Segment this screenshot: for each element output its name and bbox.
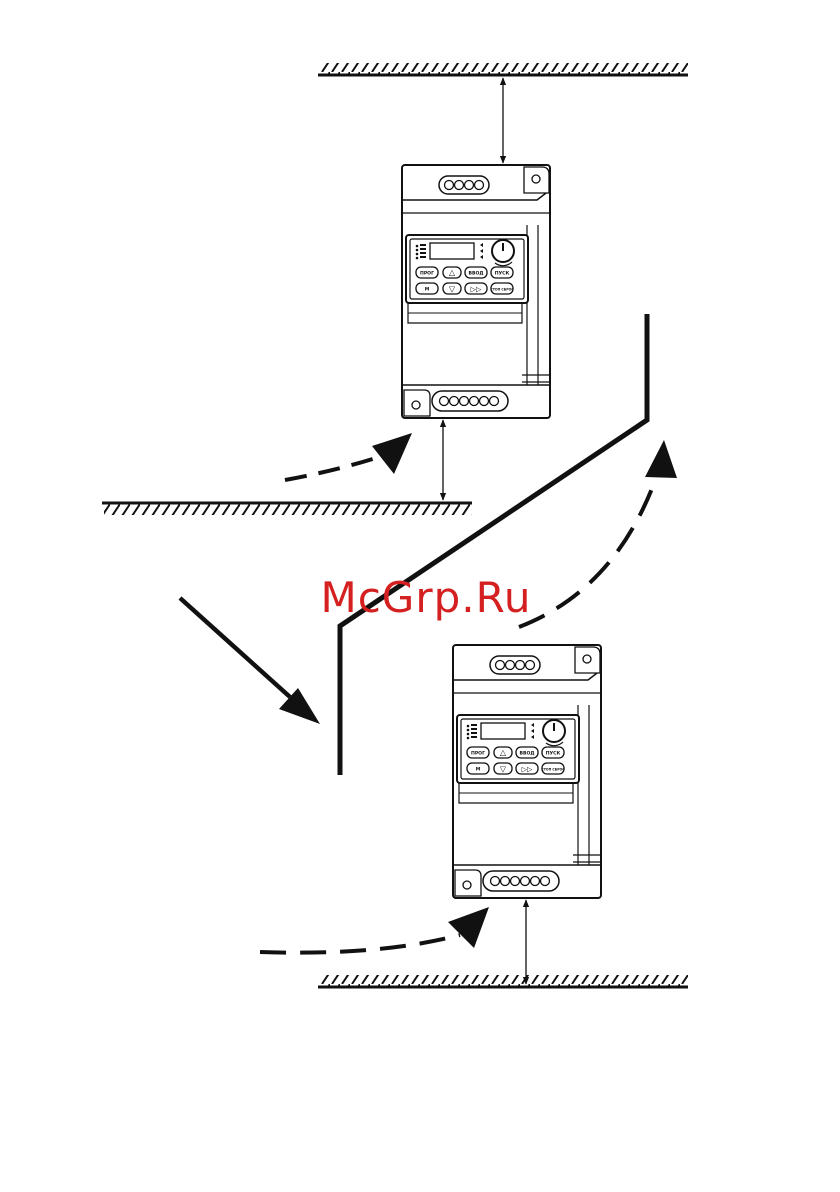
- heat-flow-arrow: [180, 598, 320, 724]
- key-run: ПУСК: [495, 271, 510, 277]
- key-prog: ПРОГ: [420, 271, 434, 277]
- key-enter: ВВОД: [469, 271, 484, 277]
- watermark: McGrp.Ru: [320, 573, 531, 622]
- inverter-upper: ПРОГ △ ВВОД ПУСК М ▽ ▷▷ СТОП СБРОС: [402, 165, 550, 418]
- key-stop-reset: СТОП СБРОС: [490, 288, 514, 292]
- airflow-arrow-lower-intake: [260, 907, 489, 953]
- key-shift: ▷▷: [522, 766, 533, 774]
- key-enter: ВВОД: [520, 751, 535, 757]
- key-down: ▽: [500, 765, 507, 774]
- key-up: △: [500, 748, 507, 757]
- airflow-arrow-upper-intake: [285, 433, 412, 480]
- key-mode: М: [425, 287, 430, 293]
- inverter-lower: ПРОГ △ ВВОД ПУСК М ▽ ▷▷ СТОП СБРОС: [453, 645, 601, 898]
- floor-bottom: [318, 975, 688, 987]
- key-shift: ▷▷: [471, 286, 482, 294]
- key-run: ПУСК: [546, 751, 561, 757]
- key-stop-reset: СТОП СБРОС: [541, 768, 565, 772]
- floor-middle: [102, 503, 472, 515]
- key-prog: ПРОГ: [471, 751, 485, 757]
- airflow-arrow-exhaust: [519, 440, 677, 627]
- ceiling-top: [318, 63, 688, 75]
- key-down: ▽: [449, 285, 456, 294]
- key-up: △: [449, 268, 456, 277]
- key-mode: М: [476, 767, 481, 773]
